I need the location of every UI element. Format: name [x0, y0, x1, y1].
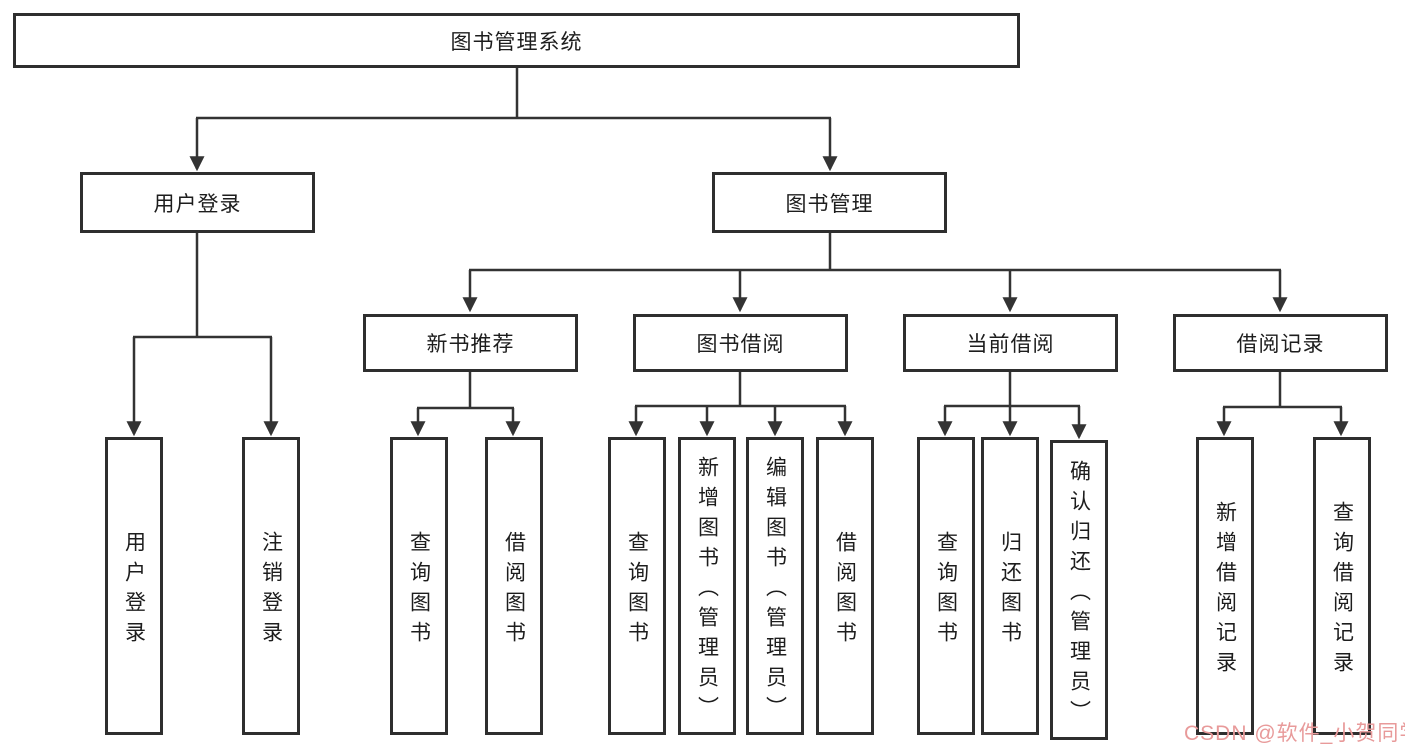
node-borrow-record: 借阅记录 [1173, 314, 1388, 372]
leaf-confirm-return-admin: 确认归还（管理员） [1050, 440, 1108, 740]
node-current-borrow: 当前借阅 [903, 314, 1118, 372]
node-root-system: 图书管理系统 [13, 13, 1020, 68]
leaf-user-login: 用户登录 [105, 437, 163, 735]
csdn-watermark: CSDN @软件_小贺同学 [1184, 722, 1405, 745]
leaf-return-book: 归还图书 [981, 437, 1039, 735]
leaf-logout: 注销登录 [242, 437, 300, 735]
node-book-borrow: 图书借阅 [633, 314, 848, 372]
leaf-edit-book-admin: 编辑图书（管理员） [746, 437, 804, 735]
leaf-borrow-book: 借阅图书 [816, 437, 874, 735]
leaf-borrow-book-recommend: 借阅图书 [485, 437, 543, 735]
leaf-add-borrow-record: 新增借阅记录 [1196, 437, 1254, 735]
leaf-query-book-current: 查询图书 [917, 437, 975, 735]
leaf-query-borrow-record: 查询借阅记录 [1313, 437, 1371, 735]
leaf-query-book-borrow: 查询图书 [608, 437, 666, 735]
node-new-book-recommend: 新书推荐 [363, 314, 578, 372]
node-book-management: 图书管理 [712, 172, 947, 233]
node-user-login: 用户登录 [80, 172, 315, 233]
leaf-query-book-recommend: 查询图书 [390, 437, 448, 735]
leaf-add-book-admin: 新增图书（管理员） [678, 437, 736, 735]
